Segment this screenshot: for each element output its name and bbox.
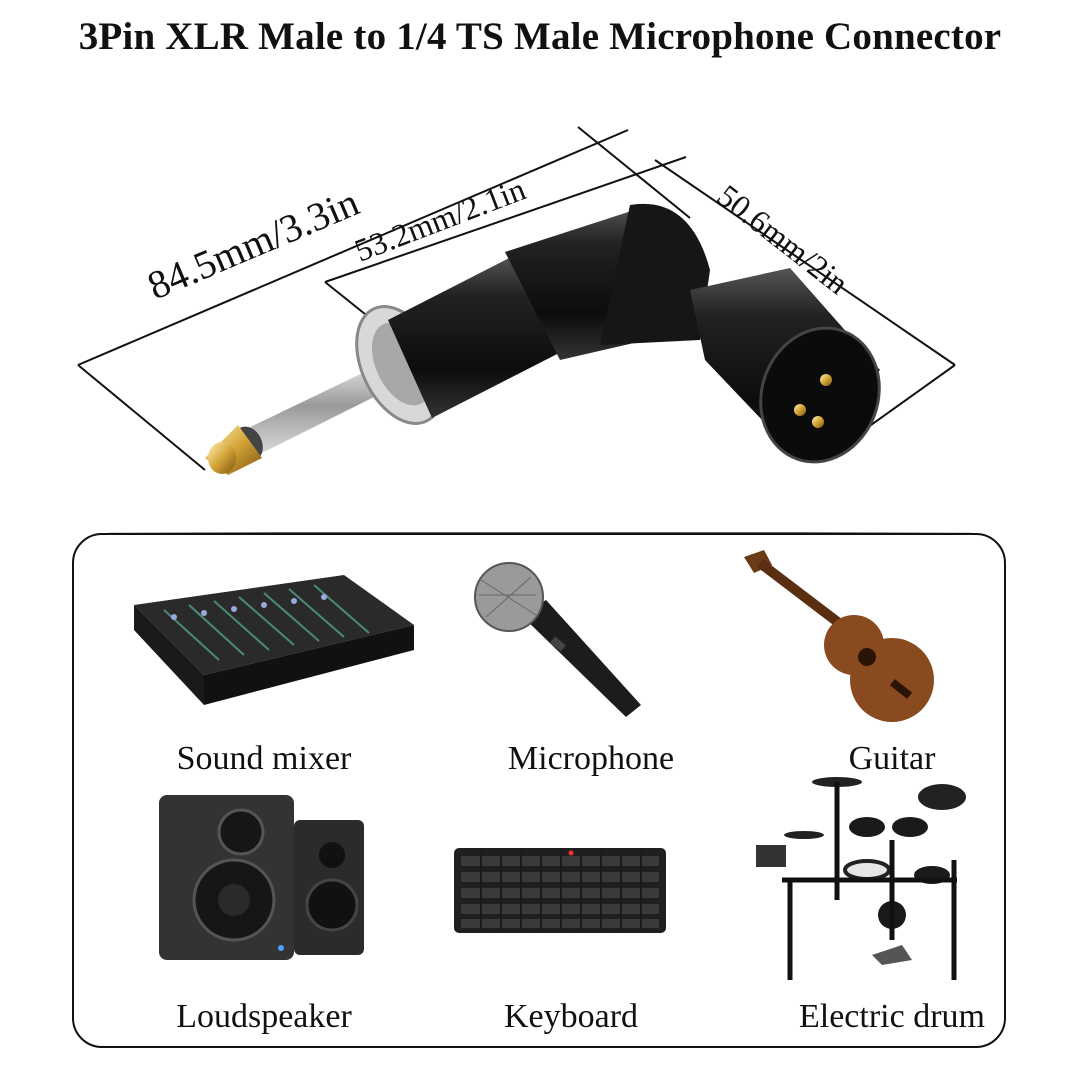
microphone-icon — [474, 562, 641, 717]
application-label: Guitar — [848, 740, 936, 777]
application-label: Loudspeaker — [176, 998, 352, 1035]
application-sound-mixer: Sound mixer — [114, 555, 414, 795]
sound-mixer-icon — [134, 575, 414, 705]
loudspeaker-icon — [159, 795, 364, 960]
application-microphone: Microphone — [441, 555, 741, 795]
application-label: Microphone — [507, 740, 675, 777]
connector-illustration: 84.5mm/3.3in 53.2mm/2.1in 50.6mm/2in — [77, 126, 956, 475]
application-guitar: Guitar — [742, 545, 1042, 785]
applications-panel: Sound mixer Microphone Guitar — [72, 533, 1006, 1048]
page-title: 3Pin XLR Male to 1/4 TS Male Microphone … — [78, 15, 1002, 58]
dimension-total-length: 84.5mm/3.3in — [141, 179, 365, 308]
guitar-icon — [744, 550, 934, 722]
application-label: Electric drum — [799, 998, 985, 1035]
connector-image — [205, 203, 881, 475]
application-loudspeaker: Loudspeaker — [114, 790, 414, 1035]
application-label: Keyboard — [503, 998, 639, 1035]
keyboard-icon — [454, 848, 666, 933]
electric-drum-icon — [756, 777, 966, 980]
application-electric-drum: Electric drum — [742, 770, 1042, 1035]
application-label: Sound mixer — [176, 740, 352, 777]
application-keyboard: Keyboard — [421, 790, 721, 1035]
